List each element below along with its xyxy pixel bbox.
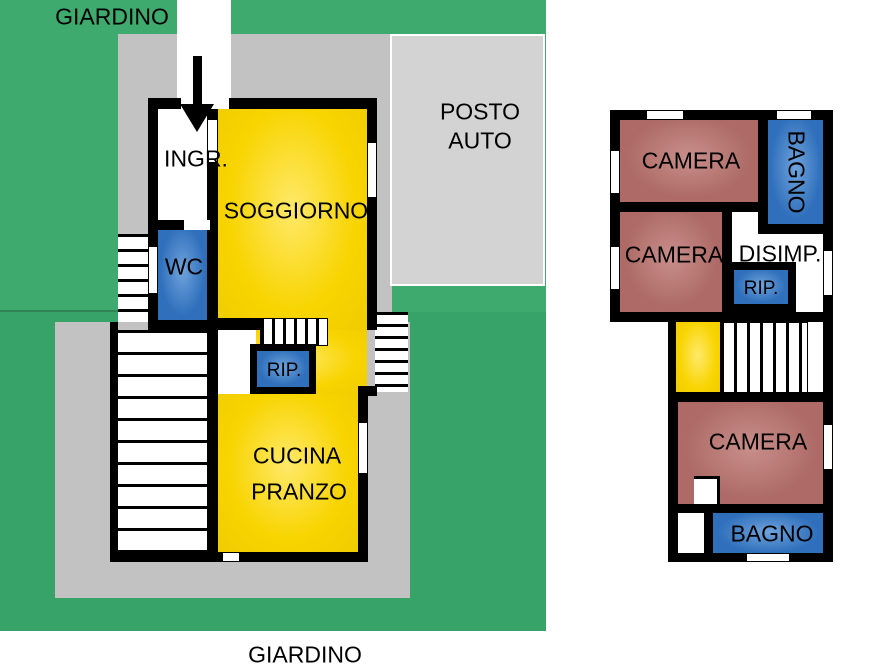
wall: [722, 202, 732, 322]
wall: [668, 504, 833, 513]
label-bagno-2: BAGNO: [730, 520, 814, 547]
wall: [110, 322, 118, 562]
window-cucina: [358, 422, 368, 474]
wall: [758, 224, 833, 234]
window-bottom: [222, 552, 240, 562]
wall: [207, 98, 218, 562]
window-soggiorno: [367, 142, 377, 198]
room-camera-2: [620, 212, 722, 312]
label-posto-auto: POSTO AUTO: [439, 98, 521, 153]
wall: [148, 220, 218, 230]
room-rip-first: [734, 270, 788, 304]
entrance-door-gap: [181, 98, 229, 109]
entrance-path: [177, 0, 231, 110]
wall: [823, 110, 833, 562]
entrance-arrow-icon: [193, 56, 202, 106]
label-giardino-bottom: GIARDINO: [248, 641, 362, 668]
room-bagno-2: [713, 513, 823, 555]
door-gap: [208, 120, 217, 162]
wall: [610, 202, 768, 212]
garden-divider-line: [0, 310, 118, 312]
wall: [610, 110, 620, 322]
window-bagno-1-top: [776, 110, 812, 120]
label-camera-2: CAMERA: [624, 241, 724, 268]
label-giardino-top: GIARDINO: [55, 3, 169, 30]
wall: [610, 110, 833, 120]
window-camera-3-right: [823, 424, 833, 470]
wall: [668, 392, 833, 402]
label-camera-3: CAMERA: [708, 428, 808, 455]
landing: [218, 330, 256, 394]
label-disimpegno: DISIMP.: [738, 240, 822, 267]
wall: [358, 386, 377, 396]
window-disimp-right: [823, 250, 833, 296]
label-rip-ground: RIP.: [266, 360, 302, 382]
stairs-first-floor: [720, 322, 808, 396]
wall: [668, 392, 678, 562]
closet-notch: [694, 476, 720, 504]
wall: [148, 98, 158, 330]
room-cucina: [218, 394, 358, 552]
room-rip-ground: [257, 351, 309, 387]
entrance-arrow-head-icon: [180, 104, 214, 132]
wall: [610, 312, 833, 322]
wall: [148, 98, 377, 109]
wall: [758, 110, 768, 234]
label-camera-1: CAMERA: [641, 147, 741, 174]
label-wc: WC: [164, 253, 204, 280]
window-camera-2-left: [610, 246, 620, 290]
wall: [358, 392, 368, 562]
outdoor-steps-right: [375, 312, 408, 392]
label-soggiorno: SOGGIORNO: [223, 197, 369, 224]
window-camera-1-left: [610, 150, 620, 194]
wall: [218, 318, 260, 330]
label-pranzo: PRANZO: [251, 478, 347, 505]
room-soggiorno: [218, 109, 367, 330]
stair-landing-first: [676, 322, 720, 396]
door-gap: [184, 220, 210, 230]
label-ingresso: INGR.: [164, 145, 228, 172]
room-camera-1: [620, 120, 758, 202]
label-rip-first: RIP.: [743, 278, 779, 300]
label-bagno-1: BAGNO: [783, 130, 810, 214]
label-cucina: CUCINA: [252, 442, 342, 469]
wall: [148, 320, 218, 330]
wall: [367, 98, 377, 330]
staircase-main: [118, 330, 207, 552]
room-bagno-1: [768, 120, 823, 224]
window-bagno-2-bottom: [746, 553, 790, 562]
outdoor-steps-left: [118, 234, 148, 322]
parking-area: [390, 34, 545, 286]
wall: [668, 312, 676, 402]
room-wc: [158, 230, 207, 320]
window-wc: [148, 246, 158, 294]
stairs-up-ground: [260, 318, 328, 346]
window-camera-1-top: [646, 110, 684, 120]
wall: [704, 504, 713, 562]
